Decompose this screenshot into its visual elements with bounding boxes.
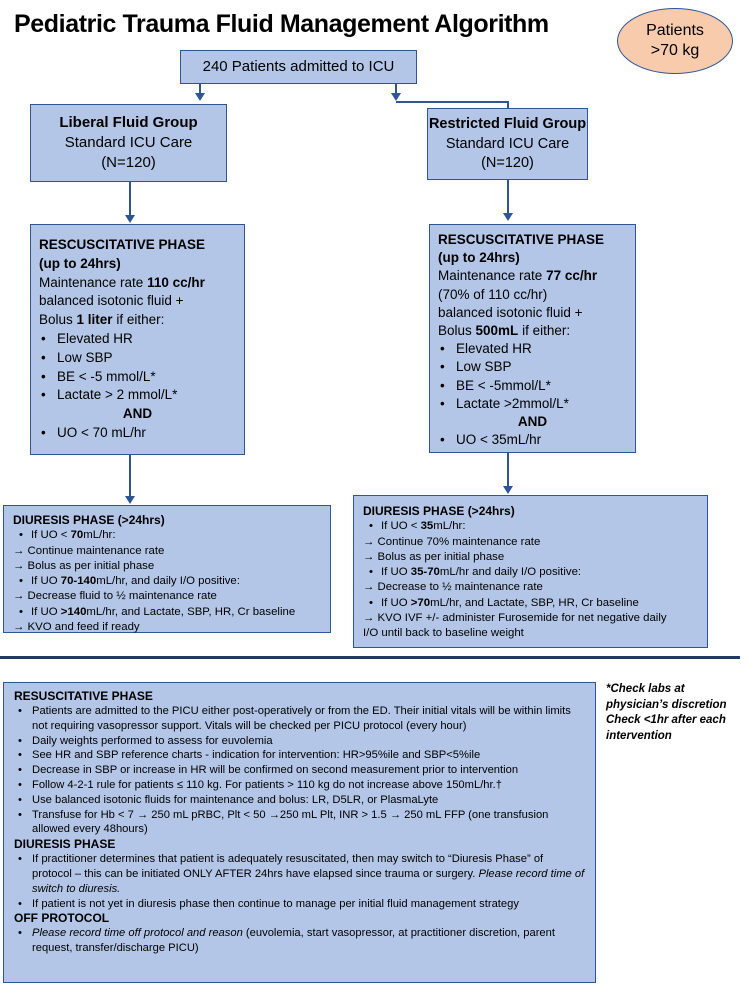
restricted-diu-line1: If UO < 35mL/hr:: [363, 519, 698, 535]
restricted-diuresis-box: DIURESIS PHASE (>24hrs) If UO < 35mL/hr:…: [353, 495, 708, 648]
liberal-diu-line5: → Decrease fluid to ½ maintenance rate: [13, 590, 217, 603]
restricted-and: AND: [517, 414, 548, 430]
restricted-group-n: (N=120): [481, 155, 534, 171]
connector-liberal-resus: [129, 182, 131, 216]
connector-restricted-diuresis: [507, 453, 509, 487]
notes-resus-heading: RESUSCITATIVE PHASE: [14, 689, 153, 703]
list-item: If patient is not yet in diuresis phase …: [14, 897, 585, 912]
liberal-diu-line1: If UO < 70mL/hr:: [13, 528, 321, 544]
list-item: Low SBP: [438, 358, 627, 376]
list-item: BE < -5 mmol/L*: [39, 368, 236, 387]
connector-top-horizontal: [199, 84, 201, 94]
list-item: Daily weights performed to assess for eu…: [14, 734, 585, 749]
arrow-restricted-group: [391, 93, 401, 101]
list-item: Please record time off protocol and reas…: [14, 926, 585, 956]
list-item: Use balanced isotonic fluids for mainten…: [14, 793, 585, 808]
arrow-liberal-resus: [125, 215, 135, 223]
liberal-bolus: Bolus 1 liter if either:: [39, 312, 165, 328]
protocol-notes-box: RESUSCITATIVE PHASE Patients are admitte…: [3, 682, 596, 983]
restricted-fluid: balanced isotonic fluid +: [438, 304, 583, 320]
liberal-diuresis-heading: DIURESIS PHASE (>24hrs): [13, 513, 165, 527]
liberal-diu-line4: If UO 70-140mL/hr, and daily I/O positiv…: [13, 574, 321, 590]
list-item: See HR and SBP reference charts - indica…: [14, 748, 585, 763]
page-title: Pediatric Trauma Fluid Management Algori…: [14, 10, 549, 38]
restricted-group-care: Standard ICU Care: [445, 135, 570, 152]
list-item: Elevated HR: [39, 330, 236, 349]
connector-liberal-diuresis: [129, 455, 131, 497]
connector-restricted-resus: [507, 180, 509, 214]
restricted-diu-line2: → Continue 70% maintenance rate: [363, 535, 541, 548]
restricted-pct: (70% of 110 cc/hr): [438, 286, 548, 302]
restricted-diu-line6: If UO >70mL/hr, and Lactate, SBP, HR, Cr…: [363, 596, 698, 612]
restricted-uo: UO < 35mL/hr: [438, 431, 627, 449]
arrow-restricted-diuresis: [503, 486, 513, 494]
list-item: Elevated HR: [438, 340, 627, 358]
connector-to-restricted: [396, 101, 508, 103]
restricted-resus-sub: (up to 24hrs): [438, 250, 520, 266]
connector-restricted-down: [507, 101, 509, 108]
liberal-and: AND: [122, 406, 153, 422]
liberal-group-n: (N=120): [101, 154, 156, 171]
admitted-text: 240 Patients admitted to ICU: [202, 58, 395, 75]
liberal-group-name: Liberal Fluid Group: [59, 114, 198, 131]
restricted-diuresis-heading: DIURESIS PHASE (>24hrs): [363, 504, 515, 518]
list-item: BE < -5mmol/L*: [438, 377, 627, 395]
note-line2: Check <1hr after each intervention: [606, 714, 726, 742]
oval-line2: >70 kg: [650, 42, 700, 59]
restricted-resus-box: RESCUSCITATIVE PHASE (up to 24hrs) Maint…: [429, 224, 636, 453]
oval-line1: Patients: [646, 22, 704, 39]
restricted-group-box: Restricted Fluid Group Standard ICU Care…: [427, 108, 588, 180]
restricted-diu-line4: If UO 35-70mL/hr and daily I/O positive:: [363, 565, 698, 581]
liberal-uo: UO < 70 mL/hr: [39, 424, 236, 443]
liberal-diu-line3: → Bolus as per initial phase: [13, 559, 155, 572]
connector-top-horizontal-2: [395, 84, 397, 94]
arrow-liberal-group: [195, 93, 205, 101]
list-item: Patients are admitted to the PICU either…: [14, 704, 585, 734]
liberal-group-box: Liberal Fluid Group Standard ICU Care (N…: [30, 104, 227, 182]
liberal-fluid: balanced isotonic fluid +: [39, 293, 184, 309]
notes-off-heading: OFF PROTOCOL: [14, 911, 110, 926]
liberal-criteria-list: Elevated HR Low SBP BE < -5 mmol/L* Lact…: [39, 330, 236, 405]
liberal-diu-line7: → KVO and feed if ready: [13, 621, 140, 634]
liberal-diuresis-box: DIURESIS PHASE (>24hrs) If UO < 70mL/hr:…: [3, 505, 331, 633]
admitted-box: 240 Patients admitted to ICU: [180, 50, 417, 84]
arrow-restricted-resus: [503, 213, 513, 221]
liberal-resus-heading: RESCUSCITATIVE PHASE: [39, 237, 206, 252]
restricted-diu-line8: I/O until back to baseline weight: [363, 627, 524, 640]
list-item: If practitioner determines that patient …: [14, 852, 585, 896]
liberal-rate: Maintenance rate 110 cc/hr: [39, 274, 205, 290]
patients-oval: Patients >70 kg: [617, 8, 733, 74]
restricted-resus-heading: RESCUSCITATIVE PHASE: [438, 232, 605, 247]
restricted-diu-line3: → Bolus as per initial phase: [363, 550, 505, 563]
restricted-bolus: Bolus 500mL if either:: [438, 323, 571, 339]
section-divider: [0, 656, 740, 659]
liberal-group-care: Standard ICU Care: [64, 134, 193, 151]
arrow-liberal-diuresis: [125, 496, 135, 504]
notes-diuresis-heading: DIURESIS PHASE: [14, 837, 116, 852]
liberal-resus-box: RESCUSCITATIVE PHASE (up to 24hrs) Maint…: [30, 224, 245, 455]
note-line1: *Check labs at physician’s discretion: [606, 683, 727, 711]
restricted-criteria-list: Elevated HR Low SBP BE < -5mmol/L* Lacta…: [438, 340, 627, 413]
liberal-diu-line2: → Continue maintenance rate: [13, 544, 165, 557]
restricted-diu-line5: → Decrease to ½ maintenance rate: [363, 581, 543, 594]
restricted-rate: Maintenance rate 77 cc/hr: [438, 268, 598, 284]
lab-check-note: *Check labs at physician’s discretion Ch…: [606, 682, 746, 744]
list-item: Lactate >2mmol/L*: [438, 395, 627, 413]
liberal-diu-line6: If UO >140mL/hr, and Lactate, SBP, HR, C…: [13, 605, 321, 621]
list-item: Lactate > 2 mmol/L*: [39, 386, 236, 405]
list-item: Decrease in SBP or increase in HR will b…: [14, 763, 585, 778]
list-item: Low SBP: [39, 349, 236, 368]
list-item: Transfuse for Hb < 7 → 250 mL pRBC, Plt …: [14, 808, 585, 838]
restricted-group-name: Restricted Fluid Group: [428, 116, 587, 132]
list-item: Follow 4-2-1 rule for patients ≤ 110 kg.…: [14, 778, 585, 793]
restricted-diu-line7: → KVO IVF +/- administer Furosemide for …: [363, 612, 667, 625]
liberal-resus-sub: (up to 24hrs): [39, 255, 121, 271]
